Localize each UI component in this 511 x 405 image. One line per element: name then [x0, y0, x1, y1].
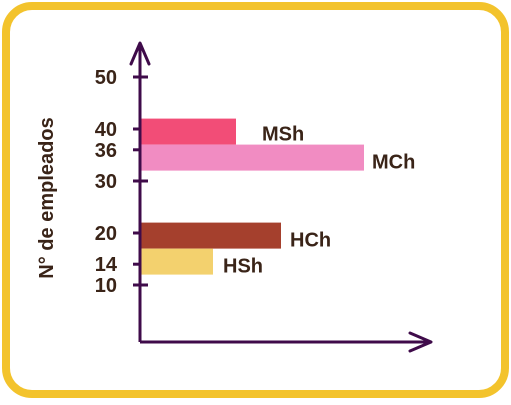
y-tick-label: 10	[95, 275, 117, 297]
axes	[129, 41, 433, 353]
x-axis-arrow-icon	[408, 331, 433, 353]
bar-hsh	[140, 248, 213, 275]
y-axis-arrow-icon	[129, 41, 151, 66]
y-axis-label: N° de empleados	[36, 117, 58, 278]
bar-label-hch: HCh	[290, 230, 331, 252]
bar-msh	[140, 118, 236, 145]
y-tick-label: 50	[95, 67, 117, 89]
bar-label-mch: MCh	[372, 152, 415, 174]
bar-label-hsh: HSh	[223, 256, 263, 278]
bar-hch	[140, 222, 281, 249]
y-tick-label: 14	[95, 254, 118, 276]
frame-border	[2, 2, 509, 398]
y-tick-label: 40	[95, 119, 117, 141]
y-tick-label: 30	[95, 171, 117, 193]
y-tick-label: 20	[95, 223, 117, 245]
y-tick-label: 36	[95, 140, 117, 162]
bar-label-msh: MSh	[262, 124, 304, 146]
bar-mch	[140, 144, 364, 171]
